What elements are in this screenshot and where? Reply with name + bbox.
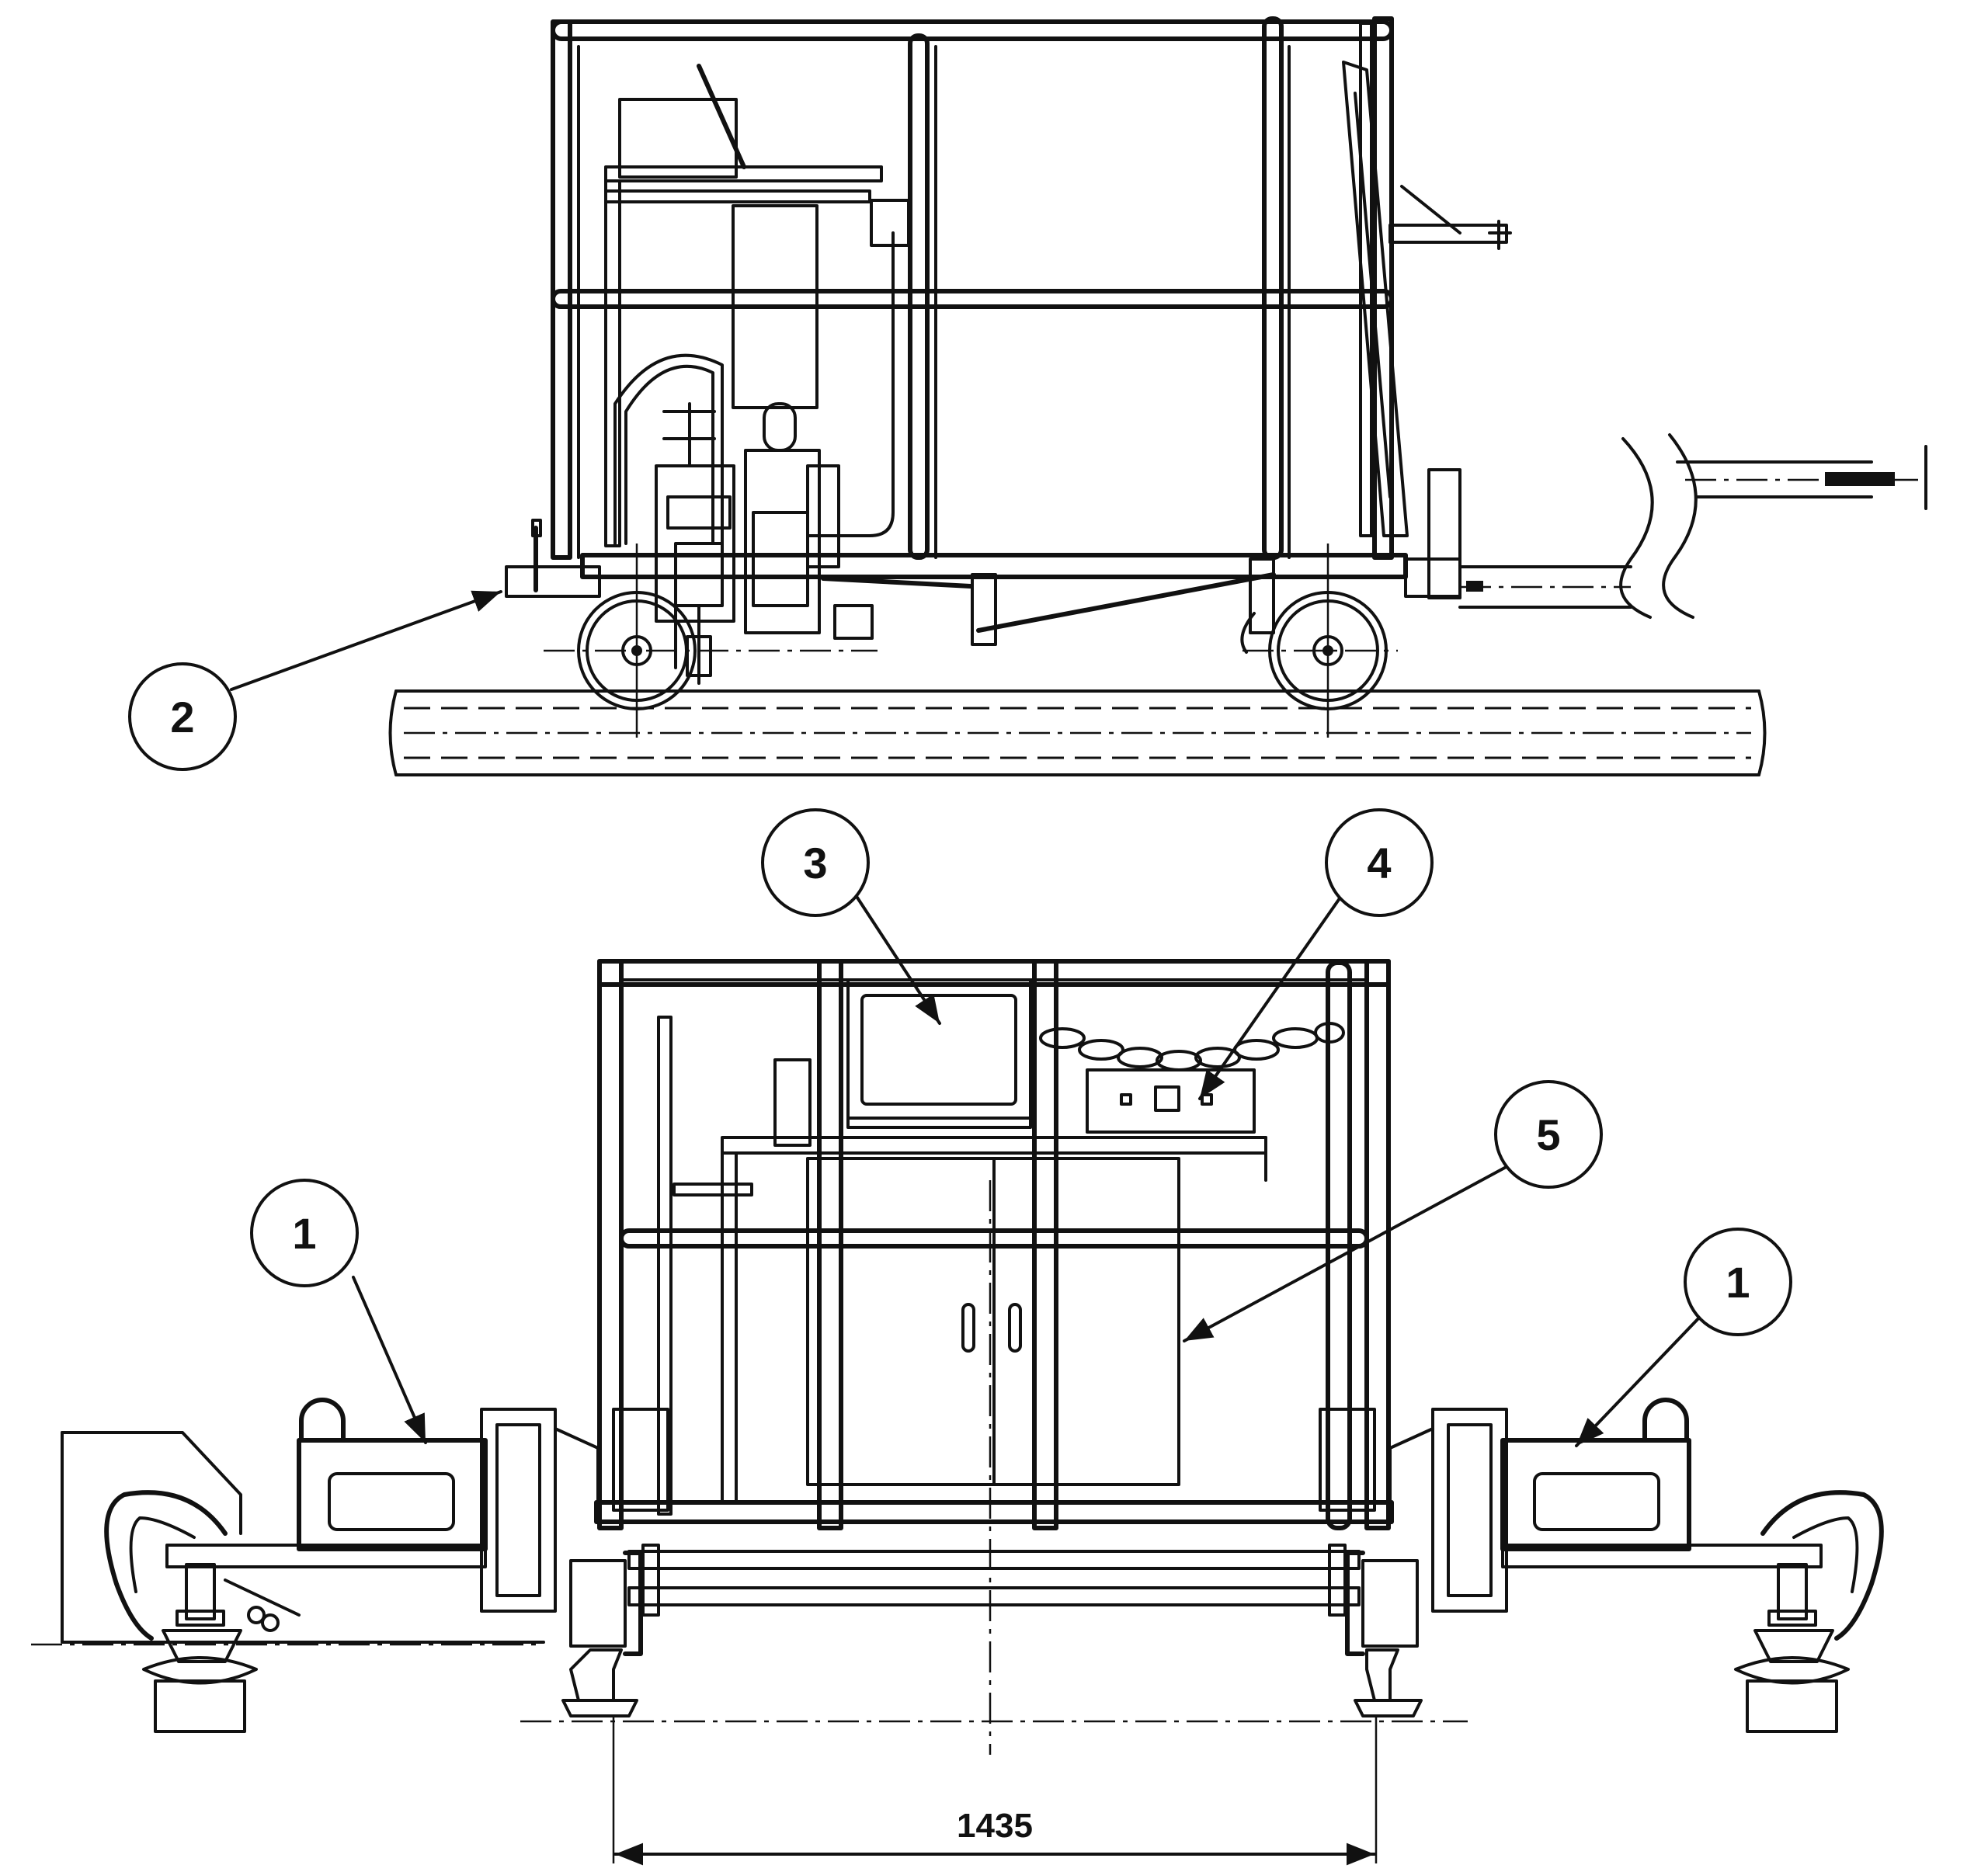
callout-5: 5 [1183,1080,1603,1342]
callout-1-right: 1 [1575,1228,1792,1447]
callout-4: 4 [1198,808,1434,1100]
svg-text:5: 5 [1536,1110,1560,1159]
svg-text:4: 4 [1367,839,1391,887]
callout-1-left: 1 [250,1179,427,1444]
side-wheel-rear [1242,544,1398,738]
front-view: 1435 3 4 5 1 1 [31,808,1884,1866]
front-wheel-left [561,1551,643,1717]
side-engine [655,402,874,685]
front-control-box [1086,1068,1256,1134]
gauge-dimension-value: 1435 [957,1807,1033,1845]
callout-3: 3 [761,808,941,1025]
svg-text:2: 2 [170,693,194,742]
side-cabinet [604,64,910,547]
side-chassis [505,433,1927,654]
front-chassis [594,1408,1394,1617]
svg-text:1: 1 [292,1209,316,1258]
front-cabinet [673,1058,1267,1504]
side-rail [388,689,1767,776]
svg-text:1: 1 [1726,1258,1750,1307]
gauge-dimension: 1435 [612,1716,1378,1866]
side-wheel-front [544,544,878,738]
side-view: 2 [128,16,1927,776]
front-chain [1039,1022,1345,1071]
right-outrigger [1388,1398,1884,1733]
svg-text:3: 3 [803,839,827,887]
callout-2: 2 [128,590,502,771]
front-display [846,978,1032,1129]
front-wheel-right [1345,1551,1423,1717]
left-outrigger [61,1398,600,1733]
